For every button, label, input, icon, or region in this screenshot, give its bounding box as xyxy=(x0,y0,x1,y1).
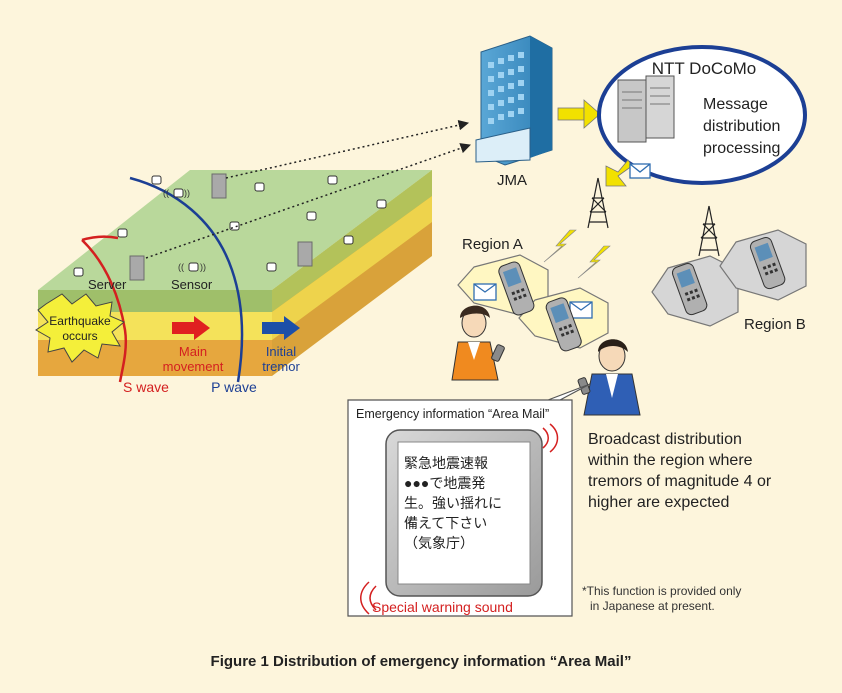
mobile-phone-icon xyxy=(749,236,786,290)
jma-label: JMA xyxy=(497,172,527,189)
svg-text:)): )) xyxy=(184,188,190,198)
phone-screen-header: Emergency information “Area Mail” xyxy=(356,407,549,421)
screen-line-4: 備えて下さい xyxy=(404,515,487,531)
svg-text:((: (( xyxy=(178,262,184,272)
svg-text:((: (( xyxy=(163,188,169,198)
sensor-icon xyxy=(343,235,354,245)
docomo-line2: distribution xyxy=(703,118,780,135)
server-icon xyxy=(211,173,227,199)
initial-tremor-arrow-icon xyxy=(262,316,300,340)
screen-line-5: （気象庁） xyxy=(404,535,474,551)
footnote-line-2: in Japanese at present. xyxy=(590,599,715,613)
mobile-phone-icon xyxy=(545,297,582,352)
broadcast-line-2: within the region where xyxy=(587,452,753,469)
mobile-phone-icon xyxy=(498,261,535,316)
woman-with-phone-icon xyxy=(451,305,505,381)
sensor-icon xyxy=(151,175,162,185)
warning-sound-label: Special warning sound xyxy=(372,599,513,615)
screen-line-3: 生。強い揺れに xyxy=(404,495,502,511)
docomo-title: NTT DoCoMo xyxy=(652,59,757,78)
main-movement-label-line1: Main xyxy=(179,344,207,359)
sensor-icon xyxy=(188,262,199,272)
p-wave-label: P wave xyxy=(211,379,257,395)
broadcast-line-4: higher are expected xyxy=(588,494,729,511)
sensor-icon xyxy=(266,262,277,272)
sensor-icon xyxy=(117,228,128,238)
svg-text:)): )) xyxy=(200,262,206,272)
screen-line-1: 緊急地震速報 xyxy=(404,455,488,471)
region-b-label: Region B xyxy=(744,316,806,333)
figure-caption: Figure 1 Distribution of emergency infor… xyxy=(211,653,632,670)
broadcast-line-3: tremors of magnitude 4 or xyxy=(588,473,772,490)
earthquake-label-line2: occurs xyxy=(62,329,97,343)
sensor-label: Sensor xyxy=(171,277,213,292)
radio-tower-icon xyxy=(698,205,720,257)
server-icon xyxy=(129,255,145,281)
screen-line-2: ●●●で地震発 xyxy=(404,475,485,491)
phone-screen-device xyxy=(385,429,543,597)
p-wave-arc xyxy=(129,176,244,383)
signal-bolt-icon xyxy=(543,229,577,263)
docomo-server-icon xyxy=(617,75,675,143)
vibration-waves-icon xyxy=(360,423,559,615)
server-boxes xyxy=(129,173,313,281)
region-a-label: Region A xyxy=(462,236,523,253)
sensor-icon xyxy=(173,188,184,198)
mobile-phone-icon xyxy=(671,262,708,316)
man-with-phone-icon xyxy=(577,339,641,416)
docomo-line3: processing xyxy=(703,140,780,157)
server-icon xyxy=(297,241,313,267)
jma-to-docomo-arrow-icon xyxy=(557,99,601,129)
sensor-icon xyxy=(306,211,317,221)
docomo-to-tower-arrow-icon xyxy=(605,159,633,187)
server-label: Server xyxy=(88,277,127,292)
mail-envelope-icon xyxy=(629,163,651,179)
s-wave-arc-top xyxy=(81,235,119,242)
sensor-dots xyxy=(73,175,387,277)
radio-tower-icon xyxy=(587,177,609,229)
s-wave-label: S wave xyxy=(123,379,169,395)
sensor-icon xyxy=(376,199,387,209)
broadcast-line-1: Broadcast distribution xyxy=(588,431,742,448)
earthquake-label-line1: Earthquake xyxy=(49,314,111,328)
main-movement-label-line2: movement xyxy=(163,359,224,374)
sensor-icon xyxy=(327,175,338,185)
sensor-icon xyxy=(254,182,265,192)
earthquake-burst-icon xyxy=(35,293,125,363)
jma-building-icon xyxy=(475,35,553,166)
docomo-line1: Message xyxy=(703,96,768,113)
mail-envelope-icon xyxy=(473,283,497,301)
initial-tremor-label-line1: Initial xyxy=(266,344,296,359)
server-to-jma-link xyxy=(225,119,470,179)
signal-bolt-icon xyxy=(577,245,611,279)
sensor-icon xyxy=(73,267,84,277)
s-wave-arc xyxy=(81,239,128,383)
server-to-jma-link xyxy=(145,143,471,259)
footnote-line-1: *This function is provided only xyxy=(582,584,741,598)
mail-envelope-icon xyxy=(569,301,593,319)
initial-tremor-label-line2: tremor xyxy=(262,359,300,374)
main-movement-arrow-icon xyxy=(172,316,210,340)
